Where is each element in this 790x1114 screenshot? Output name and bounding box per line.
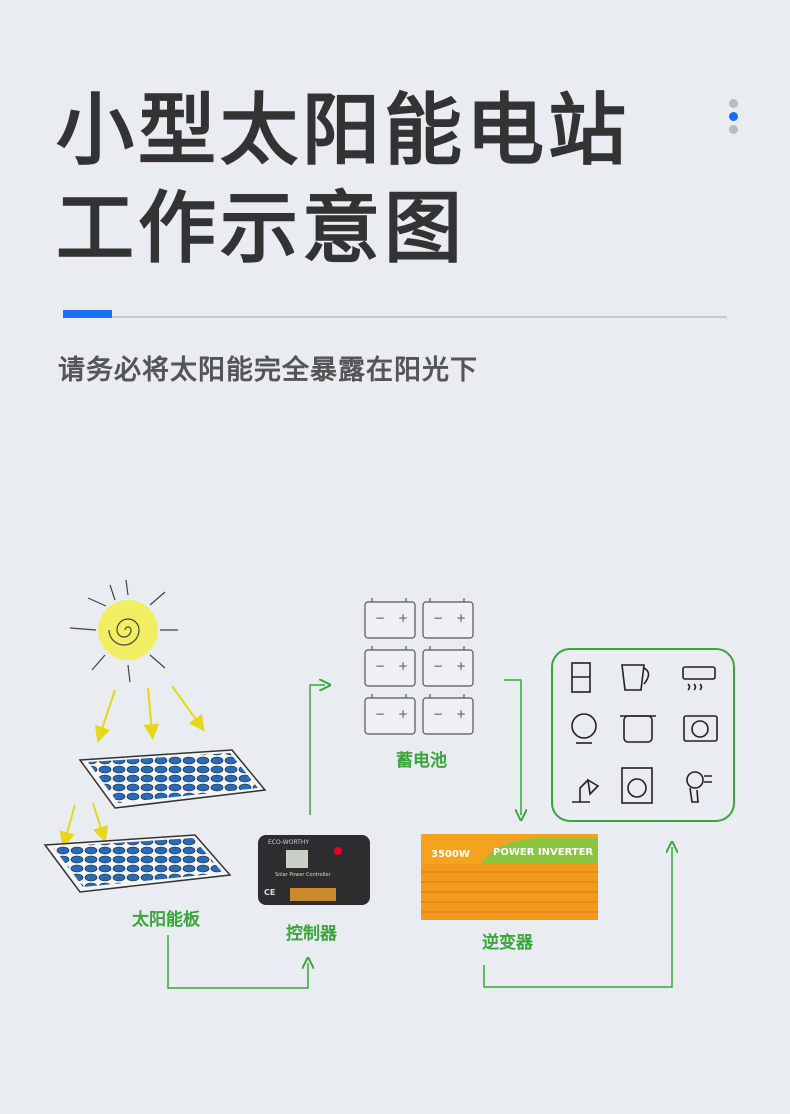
page-dot[interactable] [729, 125, 738, 134]
label-controller: 控制器 [286, 924, 337, 944]
camera-icon [683, 715, 718, 742]
air-conditioner-icon [682, 666, 716, 680]
appliance-icons [571, 662, 718, 804]
page-dot-active[interactable] [729, 112, 738, 121]
svg-text:−: − [375, 611, 385, 625]
divider [112, 316, 727, 318]
page-dot[interactable] [729, 99, 738, 108]
svg-text:+: + [398, 611, 408, 625]
label-solar-panel: 太阳能板 [132, 910, 200, 930]
desk-lamp-icon [572, 778, 600, 803]
fan-icon [571, 713, 597, 739]
page-title: 小型太阳能电站 [56, 86, 631, 176]
accent-bar [63, 310, 112, 318]
kettle-icon [621, 664, 650, 691]
battery-icon: −+ [364, 597, 474, 735]
hair-dryer-icon [686, 771, 704, 789]
washing-machine-icon [621, 767, 653, 804]
ce-mark: CE [264, 888, 275, 897]
rice-cooker-icon [623, 715, 653, 743]
page-title-line2: 工作示意图 [56, 184, 467, 274]
solar-panel-icon [43, 749, 267, 893]
inverter-name: POWER INVERTER [493, 847, 593, 858]
subtitle: 请务必将太阳能完全暴露在阳光下 [58, 355, 478, 386]
sun-icon [69, 579, 178, 683]
inverter-image: 3500W POWER INVERTER [421, 834, 598, 920]
controller-name: Solar Power Controller [275, 872, 332, 878]
label-battery: 蓄电池 [396, 751, 447, 771]
controller-brand: ECO-WORTHY [268, 839, 309, 846]
label-inverter: 逆变器 [482, 933, 533, 953]
inverter-power: 3500W [431, 849, 470, 860]
appliances-box [551, 648, 735, 822]
solar-controller-image: ECO-WORTHY Solar Power Controller CE [258, 835, 370, 905]
